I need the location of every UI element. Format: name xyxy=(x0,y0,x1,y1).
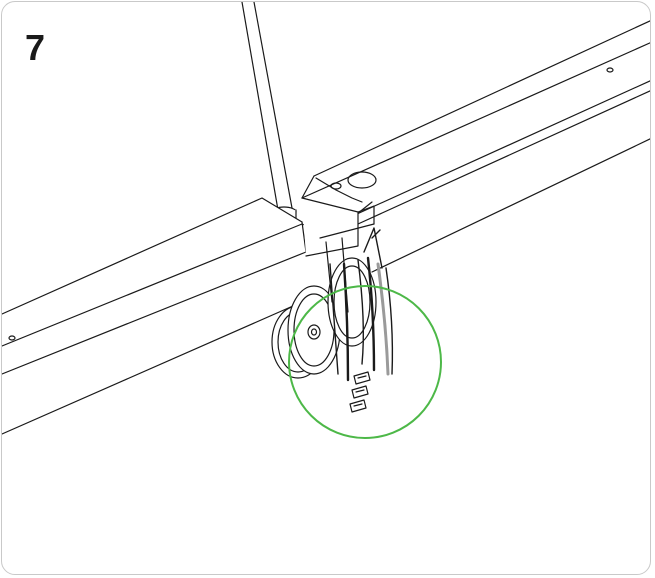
beam-hole-large xyxy=(347,171,377,189)
beam-hole-small xyxy=(330,182,342,190)
step-number: 7 xyxy=(25,27,46,68)
lower-beam xyxy=(2,197,313,435)
highlight-circle xyxy=(288,285,442,439)
beam-hole-far xyxy=(606,67,614,73)
pulley-wheels xyxy=(271,237,377,379)
hanging-cords xyxy=(329,227,394,382)
support-rod xyxy=(241,2,297,224)
cord-stoppers xyxy=(349,371,371,413)
pulley-hub xyxy=(307,324,321,340)
beam-hole-left xyxy=(8,335,16,341)
joint-bracket xyxy=(301,177,375,257)
